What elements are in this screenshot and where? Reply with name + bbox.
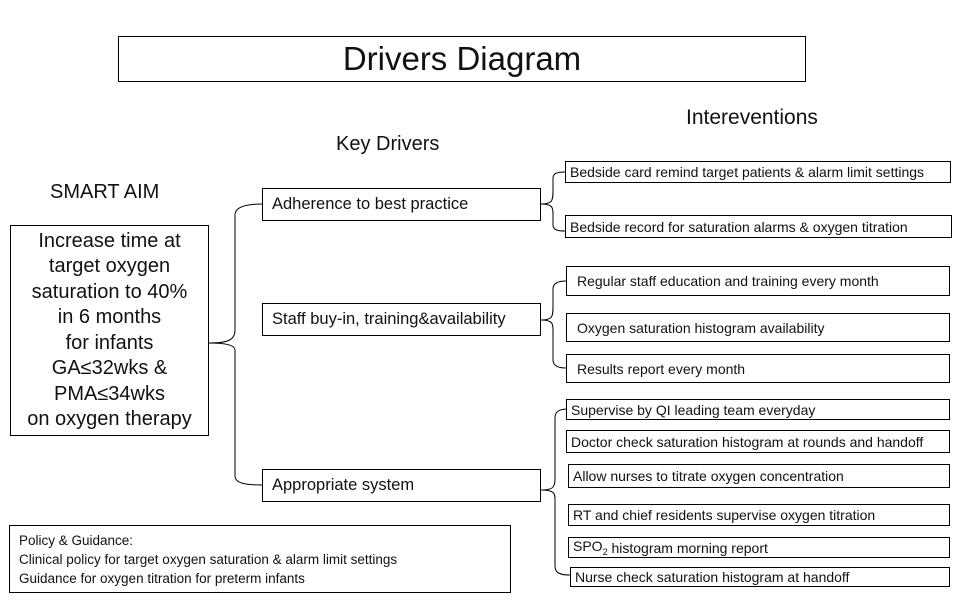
driver-adherence: Adherence to best practice: [262, 188, 541, 221]
aim-line: in 6 months: [57, 306, 162, 328]
aim-line: saturation to 40%: [31, 280, 188, 303]
aim-line: PMA≤34wks: [53, 382, 165, 405]
intervention-qi-supervise: Supervise by QI leading team everyday: [566, 399, 950, 420]
intervention-nurses-titrate: Allow nurses to titrate oxygen concentra…: [568, 464, 950, 488]
policy-heading: Policy & Guidance:: [19, 532, 134, 548]
intervention-rt-supervise: RT and chief residents supervise oxygen …: [568, 504, 950, 526]
key-drivers-heading: Key Drivers: [336, 133, 440, 155]
spo2-report-label: histogram morning report: [611, 539, 768, 556]
spo2-label: SPO2: [573, 538, 608, 557]
driver-system: Appropriate system: [262, 469, 541, 502]
aim-line: GA≤32wks &: [51, 357, 168, 379]
intervention-histogram-availability: Oxygen saturation histogram availability: [566, 313, 950, 342]
smart-aim-heading: SMART AIM: [50, 181, 160, 203]
intervention-spo2-report: SPO2 histogram morning report: [568, 537, 950, 558]
diagram-title: Drivers Diagram: [118, 36, 806, 82]
aim-connector: [208, 203, 263, 486]
intervention-results-report: Results report every month: [566, 354, 950, 383]
driver-staff: Staff buy-in, training&availability: [262, 303, 541, 336]
smart-aim-box: Increase time at target oxygen saturatio…: [10, 225, 209, 436]
policy-guidance-box: Policy & Guidance: Clinical policy for t…: [9, 525, 511, 593]
adherence-connector: [540, 171, 566, 232]
intervention-staff-education: Regular staff education and training eve…: [566, 266, 950, 296]
aim-line: Increase time at: [38, 229, 181, 252]
policy-line: Clinical policy for target oxygen satura…: [19, 551, 398, 567]
intervention-nurse-check: Nurse check saturation histogram at hand…: [570, 567, 950, 587]
aim-line: target oxygen: [48, 255, 171, 277]
aim-line: for infants: [65, 331, 154, 354]
intervention-doctor-check: Doctor check saturation histogram at rou…: [566, 430, 950, 453]
intervention-bedside-record: Bedside record for saturation alarms & o…: [565, 215, 952, 238]
intervention-bedside-card: Bedside card remind target patients & al…: [565, 161, 951, 183]
staff-connector: [540, 280, 567, 369]
aim-line: on oxygen therapy: [27, 408, 192, 430]
policy-line: Guidance for oxygen titration for preter…: [19, 570, 305, 586]
interventions-heading: Intereventions: [686, 106, 818, 129]
